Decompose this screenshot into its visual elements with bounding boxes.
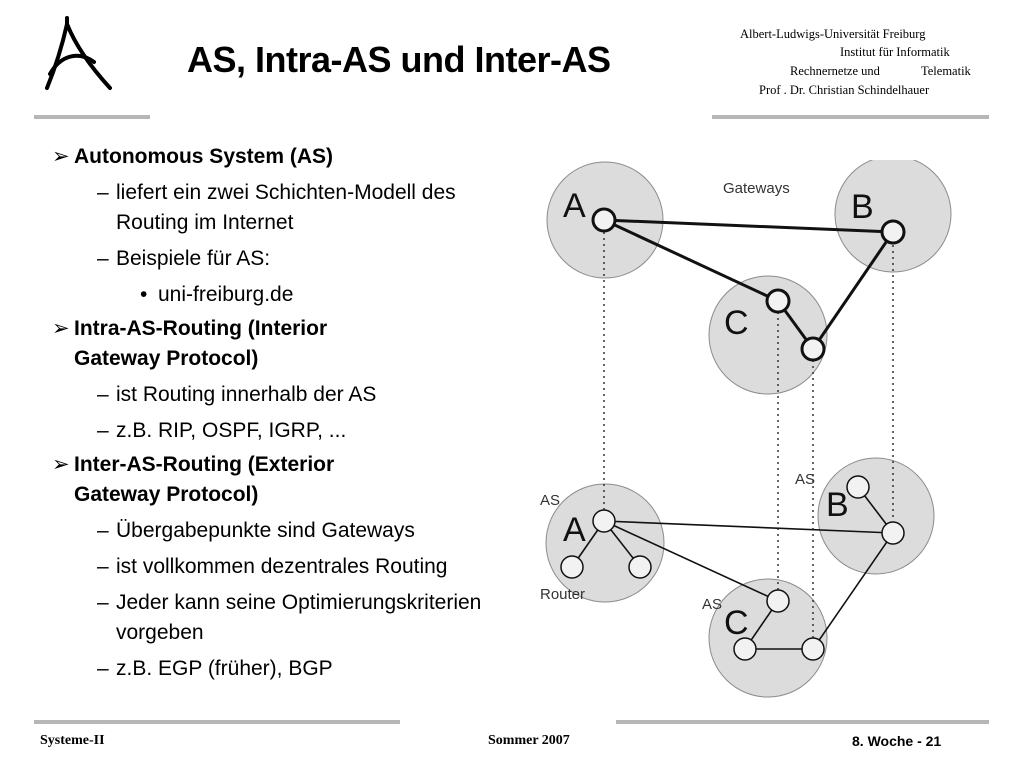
bullet-inter-as-routing: ➢ Inter-AS-Routing (Exterior Gateway Pro… bbox=[52, 450, 492, 510]
router-node bbox=[560, 555, 584, 579]
dash-bullet-icon: – bbox=[97, 419, 109, 442]
sub-bullet: – Beispiele für AS: bbox=[52, 244, 492, 274]
dash-bullet-icon: – bbox=[97, 181, 109, 204]
footer-divider-right bbox=[616, 720, 989, 724]
gateway-node bbox=[880, 219, 906, 245]
footer-divider-left bbox=[34, 720, 400, 724]
as-label: AS bbox=[702, 596, 722, 613]
as-c-label: C bbox=[724, 604, 749, 642]
as-c-circle bbox=[708, 578, 828, 698]
institution-line: Telematik bbox=[921, 64, 971, 78]
institution-line: Institut für Informatik bbox=[840, 45, 950, 59]
bullet-autonomous-system: ➢ Autonomous System (AS) bbox=[52, 142, 492, 172]
sub-bullet: – z.B. EGP (früher), BGP bbox=[52, 654, 492, 684]
arrow-bullet-icon: ➢ bbox=[52, 453, 70, 476]
router-node bbox=[881, 521, 905, 545]
header-divider-right bbox=[712, 115, 989, 119]
router-link bbox=[603, 520, 779, 602]
gateway-node bbox=[765, 288, 791, 314]
as-a-label: A bbox=[563, 511, 586, 549]
as-routing-diagram: A B C Gateways A B C AS AS AS Router bbox=[540, 160, 952, 698]
router-label: Router bbox=[540, 586, 585, 603]
header-divider-left bbox=[34, 115, 150, 119]
dash-bullet-icon: – bbox=[97, 383, 109, 406]
gateway-link bbox=[811, 230, 895, 351]
gateway-node bbox=[591, 207, 617, 233]
router-node bbox=[801, 637, 825, 661]
as-label: AS bbox=[540, 492, 560, 509]
sub-bullet: – Übergabepunkte sind Gateways bbox=[52, 516, 492, 546]
footer-course: Systeme-II bbox=[40, 733, 105, 748]
gateways-label: Gateways bbox=[723, 180, 790, 197]
gateway-link bbox=[602, 218, 895, 234]
dash-bullet-icon: – bbox=[97, 555, 109, 578]
router-link bbox=[603, 520, 894, 534]
as-a-label: A bbox=[563, 187, 586, 225]
router-node bbox=[733, 637, 757, 661]
footer-term: Sommer 2007 bbox=[488, 733, 570, 748]
sub-sub-bullet: • uni-freiburg.de bbox=[52, 280, 492, 310]
arrow-bullet-icon: ➢ bbox=[52, 145, 70, 168]
dash-bullet-icon: – bbox=[97, 657, 109, 680]
router-node bbox=[846, 475, 870, 499]
bullet-list: ➢ Autonomous System (AS) – liefert ein z… bbox=[52, 138, 492, 684]
as-c-gateway-circle bbox=[708, 275, 828, 395]
footer-page-number: 8. Woche - 21 bbox=[852, 733, 942, 749]
bullet-intra-as-routing: ➢ Intra-AS-Routing (Interior Gateway Pro… bbox=[52, 314, 492, 374]
sub-bullet: – ist vollkommen dezentrales Routing bbox=[52, 552, 492, 582]
page-title: AS, Intra-AS und Inter-AS bbox=[187, 39, 611, 80]
router-link bbox=[812, 532, 894, 650]
institution-line: Rechnernetze und bbox=[790, 64, 880, 78]
router-node bbox=[628, 555, 652, 579]
university-logo bbox=[45, 16, 112, 90]
as-b-label: B bbox=[826, 486, 849, 524]
as-b-gateway-circle bbox=[834, 160, 952, 273]
as-c-label: C bbox=[724, 304, 749, 342]
sub-bullet: – ist Routing innerhalb der AS bbox=[52, 380, 492, 410]
sub-bullet: – liefert ein zwei Schichten-Modell des … bbox=[52, 178, 492, 238]
gateway-link bbox=[602, 218, 780, 303]
as-b-label: B bbox=[851, 188, 874, 226]
dash-bullet-icon: – bbox=[97, 519, 109, 542]
dot-bullet-icon: • bbox=[140, 283, 148, 306]
gateway-node bbox=[800, 336, 826, 362]
sub-bullet: – Jeder kann seine Optimierungskriterien… bbox=[52, 588, 492, 648]
router-node bbox=[592, 509, 616, 533]
institution-line: Albert-Ludwigs-Universität Freiburg bbox=[740, 27, 926, 41]
arrow-bullet-icon: ➢ bbox=[52, 317, 70, 340]
router-node bbox=[766, 589, 790, 613]
dash-bullet-icon: – bbox=[97, 247, 109, 270]
as-label: AS bbox=[795, 471, 815, 488]
sub-bullet: – z.B. RIP, OSPF, IGRP, ... bbox=[52, 416, 492, 446]
dash-bullet-icon: – bbox=[97, 591, 109, 614]
institution-line: Prof . Dr. Christian Schindelhauer bbox=[759, 83, 930, 97]
